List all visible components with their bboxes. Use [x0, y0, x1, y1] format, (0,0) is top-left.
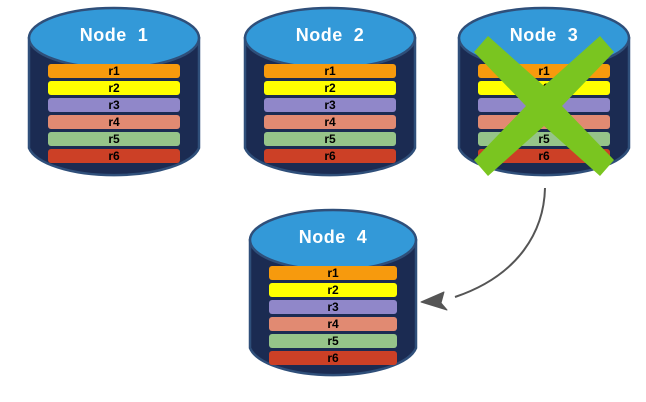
row-label: r1 — [324, 63, 336, 78]
row-label: r2 — [327, 282, 339, 297]
row-label: r4 — [324, 114, 336, 129]
row-label: r4 — [108, 114, 120, 129]
node-2[interactable]: Node 2 r1 r2 r3 r4 r5 r6 — [243, 6, 417, 186]
row-r2[interactable]: r2 — [269, 283, 397, 297]
row-r2[interactable]: r2 — [264, 81, 396, 95]
row-r2[interactable]: r2 — [48, 81, 180, 95]
row-label: r6 — [324, 148, 336, 163]
row-r6[interactable]: r6 — [48, 149, 180, 163]
row-label: r4 — [327, 316, 339, 331]
row-r1[interactable]: r1 — [48, 64, 180, 78]
row-label: r2 — [108, 80, 120, 95]
row-label: r3 — [108, 97, 120, 112]
row-r4[interactable]: r4 — [48, 115, 180, 129]
row-label: r2 — [324, 80, 336, 95]
row-label: r6 — [108, 148, 120, 163]
node-2-rows: r1 r2 r3 r4 r5 r6 — [264, 64, 396, 163]
row-r1[interactable]: r1 — [264, 64, 396, 78]
row-r6[interactable]: r6 — [269, 351, 397, 365]
row-r3[interactable]: r3 — [48, 98, 180, 112]
arrow-head-icon — [420, 291, 448, 311]
node-4[interactable]: Node 4 r1 r2 r3 r4 r5 r6 — [248, 208, 418, 386]
row-r5[interactable]: r5 — [269, 334, 397, 348]
row-label: r3 — [327, 299, 339, 314]
row-label: r5 — [324, 131, 336, 146]
row-label: r5 — [327, 333, 339, 348]
row-r4[interactable]: r4 — [264, 115, 396, 129]
row-r3[interactable]: r3 — [269, 300, 397, 314]
row-r5[interactable]: r5 — [48, 132, 180, 146]
row-label: r1 — [108, 63, 120, 78]
row-label: r5 — [108, 131, 120, 146]
node-1[interactable]: Node 1 r1 r2 r3 r4 r5 r6 — [27, 6, 201, 186]
row-label: r1 — [327, 265, 339, 280]
row-r6[interactable]: r6 — [264, 149, 396, 163]
node-4-rows: r1 r2 r3 r4 r5 r6 — [269, 266, 397, 365]
row-label: r3 — [324, 97, 336, 112]
row-r5[interactable]: r5 — [264, 132, 396, 146]
row-r4[interactable]: r4 — [269, 317, 397, 331]
row-label: r6 — [327, 350, 339, 365]
row-r3[interactable]: r3 — [264, 98, 396, 112]
node-1-rows: r1 r2 r3 r4 r5 r6 — [48, 64, 180, 163]
row-r1[interactable]: r1 — [269, 266, 397, 280]
